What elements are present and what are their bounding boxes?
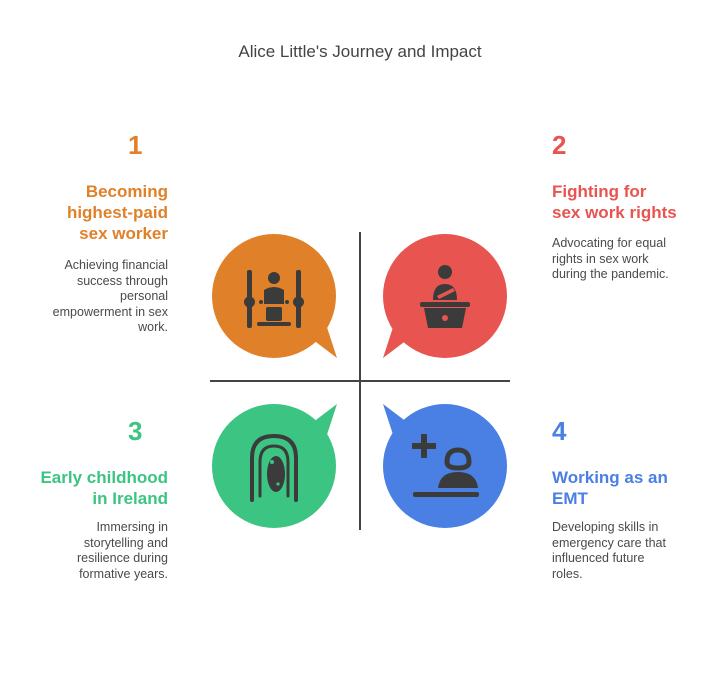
diagram-title: Alice Little's Journey and Impact — [238, 42, 482, 61]
item-2-description-line: during the pandemic. — [552, 267, 669, 281]
bubble-1 — [212, 234, 337, 358]
item-4-heading-line: EMT — [552, 489, 588, 508]
item-1-description-line: success through — [76, 273, 168, 288]
head-profile-icon — [250, 433, 298, 502]
item-1-description-line: Achieving financial — [64, 258, 168, 272]
item-2-description-line: Advocating for equal — [552, 236, 666, 250]
speaker-podium-icon — [420, 265, 470, 328]
item-1-heading-line: Becoming — [85, 182, 168, 201]
item-4-heading-line: Working as an — [552, 468, 668, 487]
item-4-heading: Working as an EMT — [552, 467, 668, 509]
item-3-description-line: resilience during — [76, 551, 168, 565]
balance-figure-icon — [244, 270, 304, 328]
item-1-description: Achieving financial success through pers… — [53, 258, 168, 336]
item-2-heading-line: sex work rights — [552, 203, 677, 222]
item-1-heading-line: highest-paid — [66, 203, 168, 222]
bubble-3 — [212, 404, 337, 528]
item-3-heading-line: in Ireland — [92, 489, 168, 508]
bubble-2 — [383, 234, 507, 358]
item-2-description: Advocating for equal rights in sex work … — [552, 236, 669, 283]
item-1-number: 1 — [128, 130, 143, 160]
item-2-description-line: rights in sex work — [552, 251, 649, 266]
item-4-description: Developing skills in emergency care that… — [552, 520, 666, 582]
bubble-4 — [383, 404, 507, 528]
item-2-heading-line: Fighting for — [552, 182, 647, 201]
item-3-description-line: Immersing in — [96, 520, 168, 534]
medical-worker-icon — [412, 434, 479, 497]
item-2-number: 2 — [552, 130, 567, 160]
item-3-description: Immersing in storytelling and resilience… — [77, 520, 168, 582]
item-1-description-line: empowerment in sex — [52, 304, 168, 319]
item-4-description-line: influenced future — [552, 551, 645, 565]
item-3-description-line: storytelling and — [83, 535, 168, 550]
item-2-heading: Fighting for sex work rights — [552, 181, 677, 223]
item-1-description-line: work. — [138, 320, 168, 334]
item-3-number: 3 — [128, 416, 143, 446]
item-1-heading: Becoming highest-paid sex worker — [67, 181, 168, 244]
item-3-description-line: formative years. — [79, 566, 168, 581]
item-3-heading: Early childhood in Ireland — [40, 467, 168, 509]
item-4-description-line: Developing skills in — [552, 520, 659, 534]
item-3-heading-line: Early childhood — [40, 468, 168, 487]
item-1-description-line: personal — [120, 289, 168, 303]
item-1-heading-line: sex worker — [79, 224, 168, 243]
item-4-description-line: emergency care that — [552, 535, 666, 550]
item-4-description-line: roles. — [552, 566, 583, 581]
item-4-number: 4 — [552, 416, 567, 446]
